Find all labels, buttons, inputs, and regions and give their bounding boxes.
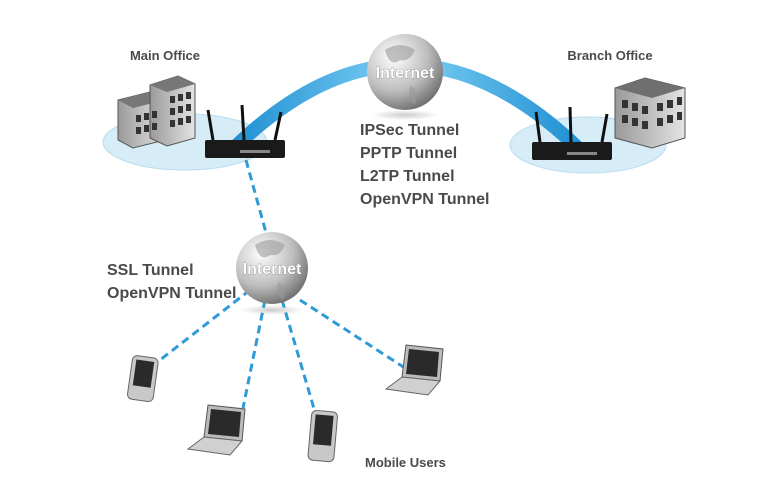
tunnel-type: PPTP Tunnel [360,145,457,162]
laptop-icon [384,344,444,396]
main-office-label: Main Office [130,48,200,63]
remote-tunnel-list: SSL Tunnel OpenVPN Tunnel [107,262,236,302]
mobile-users-label: Mobile Users [365,455,446,470]
tunnel-type: SSL Tunnel [107,262,194,279]
globe-icon [367,34,443,120]
router-icon [205,104,285,158]
laptop-icon [186,404,246,456]
pda-icon [127,355,159,403]
tunnel-type: IPSec Tunnel [360,122,459,139]
internet-bottom-label: Internet [243,261,302,278]
tunnel-type: OpenVPN Tunnel [360,191,489,208]
office-building-icon [614,77,686,149]
globe-icon [236,232,308,315]
office-building-icon [117,75,196,149]
branch-office-label: Branch Office [567,48,652,63]
router-icon [532,106,612,160]
pda-icon [307,409,338,463]
tunnel-type: OpenVPN Tunnel [107,285,236,302]
site-to-site-tunnel-list: IPSec Tunnel PPTP Tunnel L2TP Tunnel Ope… [360,122,489,208]
remote-links [159,159,409,413]
internet-top-label: Internet [376,65,435,82]
tunnel-type: L2TP Tunnel [360,168,455,185]
